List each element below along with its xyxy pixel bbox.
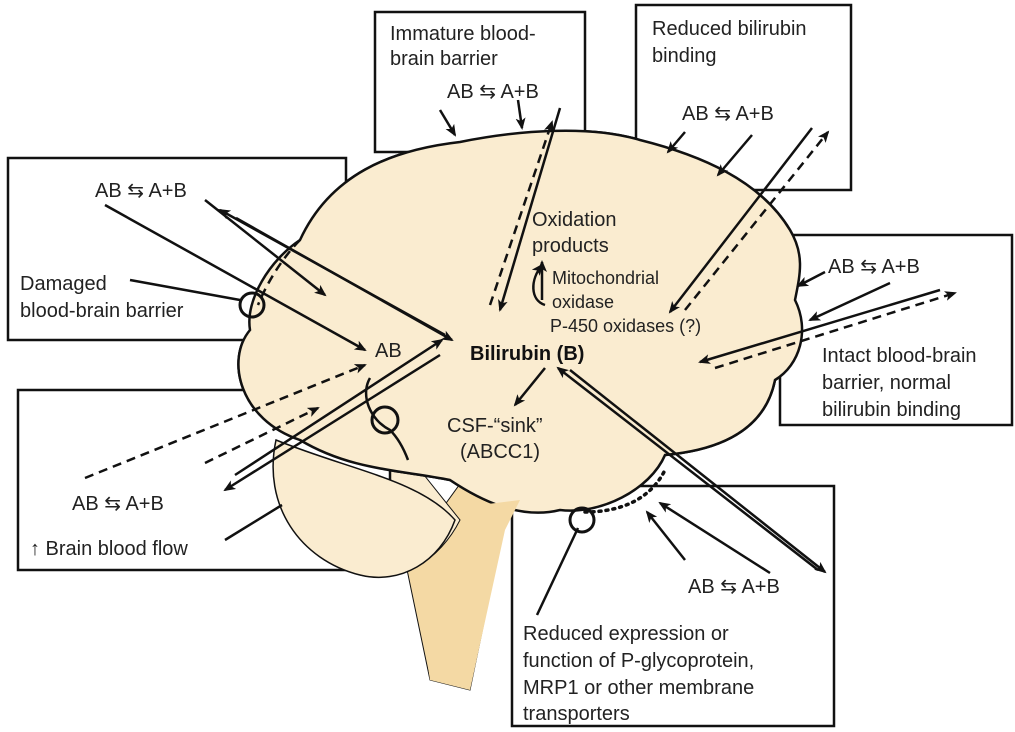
transporters-label-1: Reduced expression or	[523, 623, 729, 645]
damaged-label-1: Damaged	[20, 273, 107, 295]
reduced-binding-title-2: binding	[652, 45, 717, 67]
transporters-eq: AB ⇆ A+B	[688, 576, 780, 598]
immature-eq: AB ⇆ A+B	[447, 81, 539, 103]
intact-label-2: barrier, normal	[822, 372, 951, 394]
reduced-binding-eq: AB ⇆ A+B	[682, 103, 774, 125]
transporters-label-4: transporters	[523, 703, 630, 725]
blood-flow-label: ↑ Brain blood flow	[30, 538, 188, 560]
blood-flow-eq: AB ⇆ A+B	[72, 493, 164, 515]
damaged-eq: AB ⇆ A+B	[95, 180, 187, 202]
p450-oxidases: P-450 oxidases (?)	[550, 316, 701, 336]
transporters-label-3: MRP1 or other membrane	[523, 677, 754, 699]
oxidation-products-2: products	[532, 235, 609, 257]
bilirubin-label: Bilirubin (B)	[470, 343, 584, 365]
damaged-label-2: blood-brain barrier	[20, 300, 184, 322]
csf-sink-2: (ABCC1)	[460, 441, 540, 463]
mito-oxidase-2: oxidase	[552, 292, 614, 312]
mito-oxidase-1: Mitochondrial	[552, 268, 659, 288]
intact-eq: AB ⇆ A+B	[828, 256, 920, 278]
reduced-binding-title-1: Reduced bilirubin	[652, 18, 807, 40]
immature-title-1: Immature blood-	[390, 23, 536, 45]
intact-label-3: bilirubin binding	[822, 399, 961, 421]
oxidation-products-1: Oxidation	[532, 209, 617, 231]
ab-center-label: AB	[375, 340, 402, 362]
transporters-label-2: function of P-glycoprotein,	[523, 650, 754, 672]
intact-label-1: Intact blood-brain	[822, 345, 977, 367]
csf-sink-1: CSF-“sink”	[447, 415, 543, 437]
immature-title-2: brain barrier	[390, 48, 498, 70]
